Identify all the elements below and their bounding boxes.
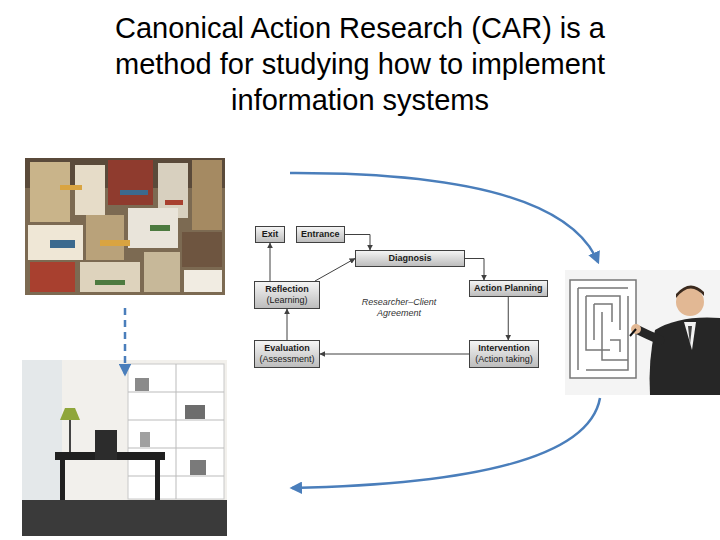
cycle-arrow (465, 259, 484, 281)
process-box: Evaluation(Assessment) (254, 340, 320, 368)
box-heading: Evaluation (259, 343, 315, 354)
process-box: Reflection(Learning) (254, 281, 320, 309)
box-subtitle: (Action taking) (474, 354, 534, 365)
box-subtitle: (Learning) (259, 295, 315, 306)
center-label: Researcher–Client Agreement (356, 297, 442, 319)
process-box: Action Planning (469, 280, 548, 297)
messy-room-photo (25, 158, 225, 295)
box-heading: Reflection (259, 284, 315, 295)
cycle-arrow (315, 259, 355, 282)
box-heading: Intervention (474, 343, 534, 354)
process-box: Exit (255, 226, 285, 243)
cycle-arrow (508, 297, 509, 340)
clean-office-photo (22, 360, 227, 536)
slide-title: Canonical Action Research (CAR) is a met… (80, 10, 640, 118)
process-box: Intervention(Action taking) (469, 340, 539, 368)
box-heading: Exit (260, 229, 280, 240)
box-subtitle: (Assessment) (259, 354, 315, 365)
dashed-arrow (124, 308, 127, 374)
cycle-arrow (287, 309, 288, 340)
process-box: Entrance (296, 226, 345, 243)
flow-arrow (290, 173, 598, 262)
box-heading: Action Planning (474, 283, 543, 294)
box-heading: Diagnosis (360, 253, 460, 264)
cycle-arrow (270, 243, 271, 281)
process-box: Diagnosis (355, 250, 465, 267)
cycle-arrow (320, 354, 469, 355)
maze-man-photo (565, 270, 720, 395)
cycle-arrow (345, 235, 370, 251)
flow-arrow (292, 398, 600, 488)
box-heading: Entrance (301, 229, 340, 240)
